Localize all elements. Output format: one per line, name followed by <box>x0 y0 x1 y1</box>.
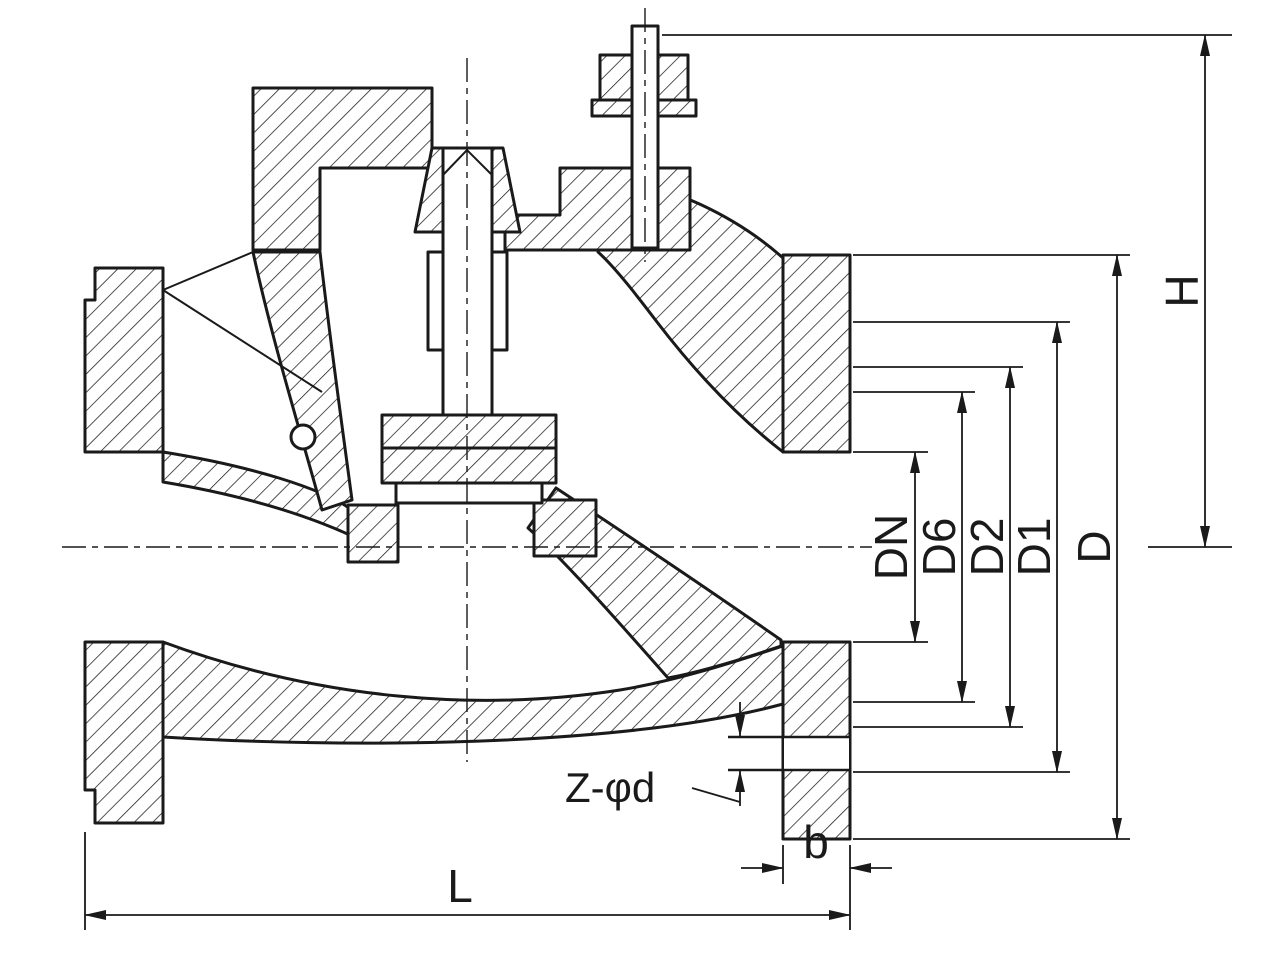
left-flange <box>83 266 165 825</box>
center-lines <box>62 8 872 762</box>
dimension-lines: DN D6 D2 D1 D H L b Z-φd <box>84 34 1232 930</box>
left-neck-wall <box>251 250 354 512</box>
neck-silhouette-line <box>162 289 323 393</box>
disc-face <box>394 481 544 505</box>
valve-body-section <box>83 24 852 841</box>
bolt-holes-leader <box>691 787 741 803</box>
disc-plate-upper <box>380 413 558 450</box>
dim-label-bolt-holes: Z-φd <box>565 764 655 811</box>
seat-right-wall <box>532 498 598 558</box>
right-flange <box>728 253 852 841</box>
bonnet-right <box>503 166 692 252</box>
pivot-ball <box>289 423 317 451</box>
dim-label-dn: DN <box>865 514 917 580</box>
seat-left-wall <box>346 503 400 564</box>
dim-label-h: H <box>1156 274 1208 307</box>
bonnet-left <box>251 86 434 252</box>
dim-label-l: L <box>447 860 473 912</box>
shoulder-line <box>162 251 254 291</box>
dim-label-d2: D2 <box>961 518 1013 577</box>
disc-plate-lower <box>380 446 558 485</box>
dim-label-d6: D6 <box>913 518 965 577</box>
left-flange-top <box>83 266 165 454</box>
dim-label-b: b <box>803 816 829 868</box>
flange-bolt-hole <box>784 738 849 769</box>
dim-label-d: D <box>1068 530 1120 563</box>
right-flange-top <box>781 253 852 454</box>
left-flange-bottom <box>83 640 165 825</box>
dim-label-d1: D1 <box>1008 518 1060 577</box>
